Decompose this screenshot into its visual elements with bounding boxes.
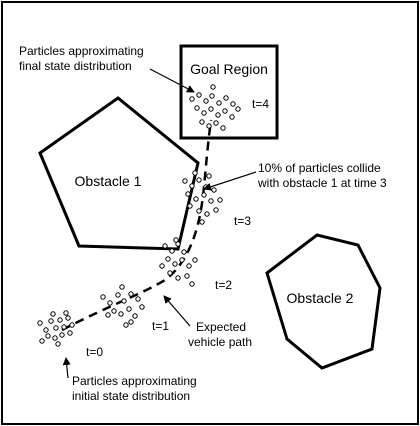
time-label-t2: t=2: [215, 278, 232, 292]
obstacle-2: [265, 233, 382, 370]
particles-t0: [37, 310, 75, 347]
goal-region-label: Goal Region: [190, 61, 268, 77]
vehicle-path-arrow: [163, 295, 191, 327]
final-distribution-note-line2: final state distribution: [19, 59, 132, 73]
particles-t4: [189, 84, 241, 131]
particles-t1: [100, 284, 145, 328]
collision-note-line2: with obstacle 1 at time 3: [257, 176, 387, 190]
final-distribution-note-line1: Particles approximating: [19, 44, 144, 58]
initial-distribution-note-line1: Particles approximating: [72, 374, 197, 388]
initial-distribution-note-line2: initial state distribution: [72, 389, 190, 403]
time-label-t4: t=4: [252, 97, 269, 111]
time-label-t1: t=1: [152, 319, 169, 333]
expected-vehicle-path: [61, 119, 213, 332]
particles-t2: [159, 237, 198, 287]
time-label-t3: t=3: [234, 214, 251, 228]
collision-note-line1: 10% of particles collide: [258, 161, 381, 175]
collision-arrow: [203, 171, 257, 191]
final-distribution-arrow: [149, 68, 195, 93]
vehicle-path-note-line2: vehicle path: [188, 335, 252, 349]
obstacle-1-label: Obstacle 1: [75, 173, 142, 189]
vehicle-path-note-line1: Expected: [196, 320, 246, 334]
time-label-t0: t=0: [86, 345, 103, 359]
obstacle-2-label: Obstacle 2: [287, 290, 354, 306]
goal-region: [179, 44, 279, 140]
initial-distribution-arrow: [62, 357, 71, 379]
